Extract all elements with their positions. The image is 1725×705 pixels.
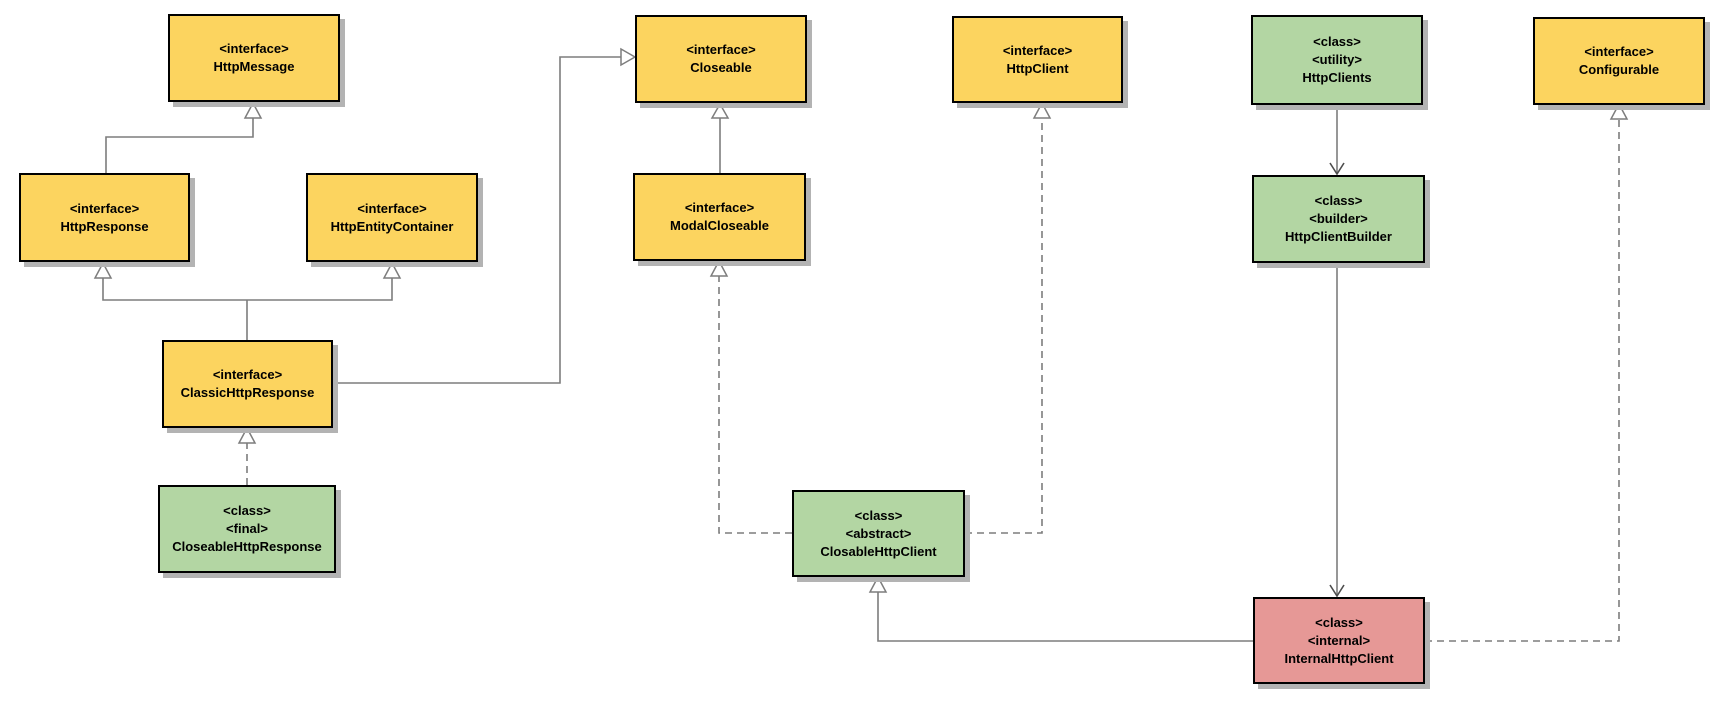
node-stereotype: <interface> bbox=[686, 42, 756, 57]
open-arrow bbox=[1329, 584, 1345, 598]
edge-internalhttpclient-extends-closablehttpclient bbox=[868, 575, 1253, 642]
inheritance-arrow bbox=[237, 426, 257, 444]
node-title: HttpMessage bbox=[213, 59, 295, 74]
node-http-response: <interface> HttpResponse bbox=[19, 173, 190, 262]
node-title: HttpResponse bbox=[60, 218, 149, 234]
node-stereotype: <interface> bbox=[212, 367, 283, 382]
node-closeable-http-response: <class> <final> CloseableHttpResponse bbox=[158, 485, 336, 573]
node-closeable: <interface> Closeable bbox=[635, 15, 807, 103]
inheritance-arrow bbox=[382, 261, 402, 279]
node-stereotype: <class> bbox=[854, 507, 903, 523]
node-configurable: <interface> Configurable bbox=[1533, 17, 1705, 105]
node-http-message: <interface> HttpMessage bbox=[168, 14, 340, 102]
inheritance-arrow bbox=[93, 261, 113, 279]
node-stereotype: <interface> bbox=[1584, 44, 1654, 59]
node-stereotype: <interface> bbox=[684, 200, 755, 215]
node-stereotype: <internal> bbox=[1307, 632, 1371, 648]
edge-httpclientbuilder-to-internalhttpclient bbox=[1329, 263, 1345, 598]
node-stereotype: <class> bbox=[223, 503, 271, 518]
node-stereotype: <interface> bbox=[1002, 42, 1073, 58]
node-title: CloseableHttpResponse bbox=[172, 539, 322, 554]
edge-classichttpresponse-extends-closeable bbox=[333, 47, 637, 384]
inheritance-arrow bbox=[1609, 102, 1629, 120]
node-stereotype: <interface> bbox=[219, 41, 289, 56]
node-stereotype: <class> bbox=[1314, 193, 1363, 208]
node-title: HttpClients bbox=[1302, 70, 1372, 85]
node-stereotype: <builder> bbox=[1309, 211, 1368, 226]
inheritance-arrow bbox=[1032, 101, 1052, 119]
node-http-clients: <class> <utility> HttpClients bbox=[1251, 15, 1423, 105]
node-stereotype: <interface> bbox=[357, 200, 427, 216]
node-stereotype: <final> bbox=[226, 521, 268, 536]
node-title: InternalHttpClient bbox=[1284, 650, 1394, 666]
edge-httpclients-to-httpclientbuilder bbox=[1329, 105, 1345, 176]
node-modal-closeable: <interface> ModalCloseable bbox=[633, 173, 806, 261]
node-classic-http-response: <interface> ClassicHttpResponse bbox=[162, 340, 333, 428]
node-stereotype: <class> bbox=[1313, 34, 1361, 49]
inheritance-arrow bbox=[868, 575, 888, 593]
edge-internalhttpclient-implements-configurable bbox=[1425, 102, 1629, 642]
node-stereotype: <class> bbox=[1315, 614, 1363, 630]
inheritance-arrow bbox=[710, 102, 730, 119]
edge-closablehttpclient-implements-modalcloseable bbox=[709, 259, 792, 534]
node-stereotype: <abstract> bbox=[845, 525, 912, 541]
node-title: Closeable bbox=[690, 60, 752, 75]
edge-closablehttpclient-implements-httpclient bbox=[965, 101, 1052, 534]
inheritance-arrow bbox=[620, 47, 637, 67]
edge-classichttpresponse-extends-httpresponse-httpentitycontainer bbox=[93, 261, 402, 340]
edge-modalcloseable-extends-closeable bbox=[710, 102, 730, 173]
node-http-entity-container: <interface> HttpEntityContainer bbox=[306, 173, 478, 262]
node-title: ClassicHttpResponse bbox=[180, 385, 315, 400]
node-title: HttpClient bbox=[1006, 60, 1069, 76]
open-arrow bbox=[1329, 162, 1345, 176]
node-internal-http-client: <class> <internal> InternalHttpClient bbox=[1253, 597, 1425, 684]
node-http-client-builder: <class> <builder> HttpClientBuilder bbox=[1252, 175, 1425, 263]
edge-httpresponse-extends-httpmessage bbox=[105, 101, 263, 173]
inheritance-arrow bbox=[243, 101, 263, 119]
edge-closeablehttpresponse-implements-classichttpresponse bbox=[237, 426, 257, 485]
node-http-client: <interface> HttpClient bbox=[952, 16, 1123, 103]
node-title: Configurable bbox=[1578, 62, 1660, 77]
node-title: HttpClientBuilder bbox=[1285, 229, 1392, 244]
inheritance-arrow bbox=[709, 259, 729, 277]
node-title: ClosableHttpClient bbox=[820, 543, 937, 559]
node-stereotype: <interface> bbox=[69, 200, 140, 216]
node-closable-http-client: <class> <abstract> ClosableHttpClient bbox=[792, 490, 965, 577]
node-stereotype: <utility> bbox=[1312, 52, 1362, 67]
node-title: HttpEntityContainer bbox=[330, 218, 454, 234]
node-title: ModalCloseable bbox=[670, 218, 769, 233]
